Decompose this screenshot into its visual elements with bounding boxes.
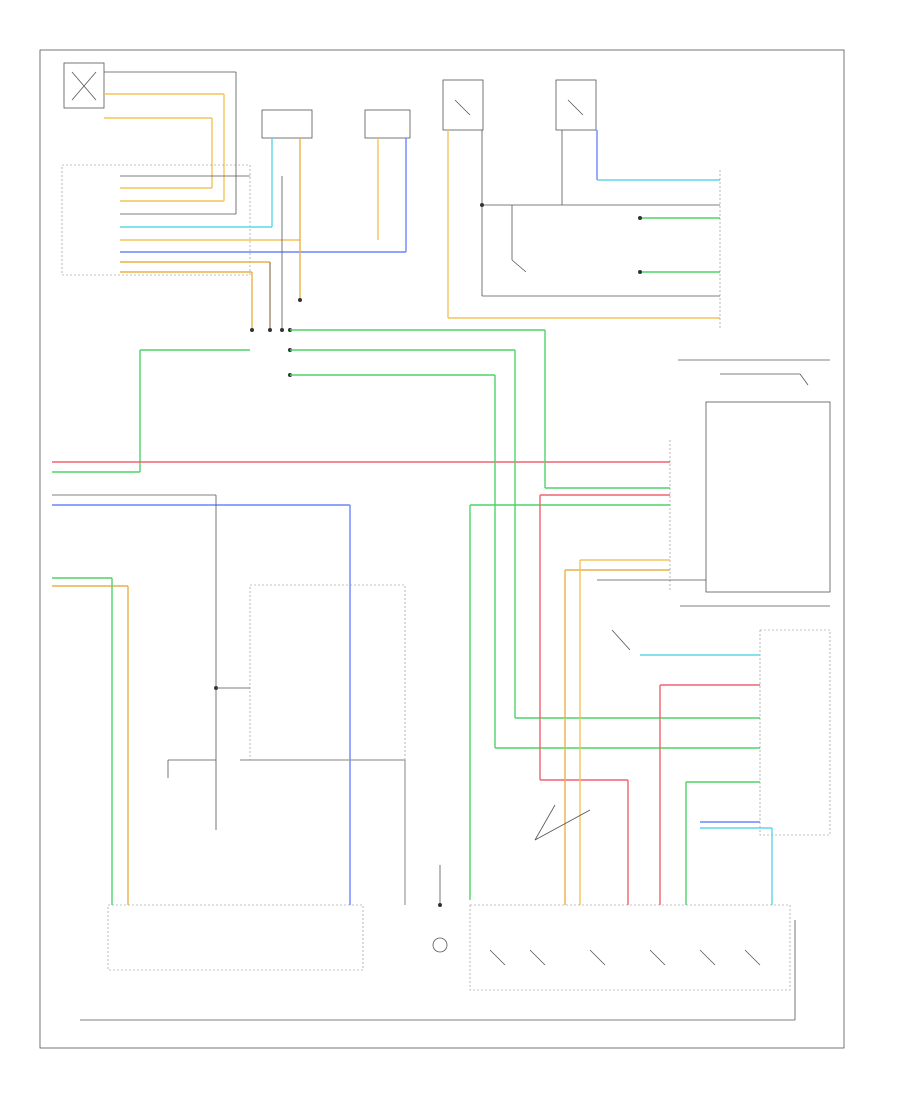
mid-connector-wires [250,176,545,377]
right-control-module [564,359,831,905]
lower-right-wires [534,629,831,905]
main-harness-wires [52,330,760,905]
bottom-switch-banks [80,865,796,1021]
left-incoming-wires [52,494,351,905]
top-left-module [61,62,406,276]
center-module [216,584,406,905]
top-middle-modules [261,109,411,302]
diagram-frame [39,49,845,1049]
top-right-switches [442,79,721,330]
